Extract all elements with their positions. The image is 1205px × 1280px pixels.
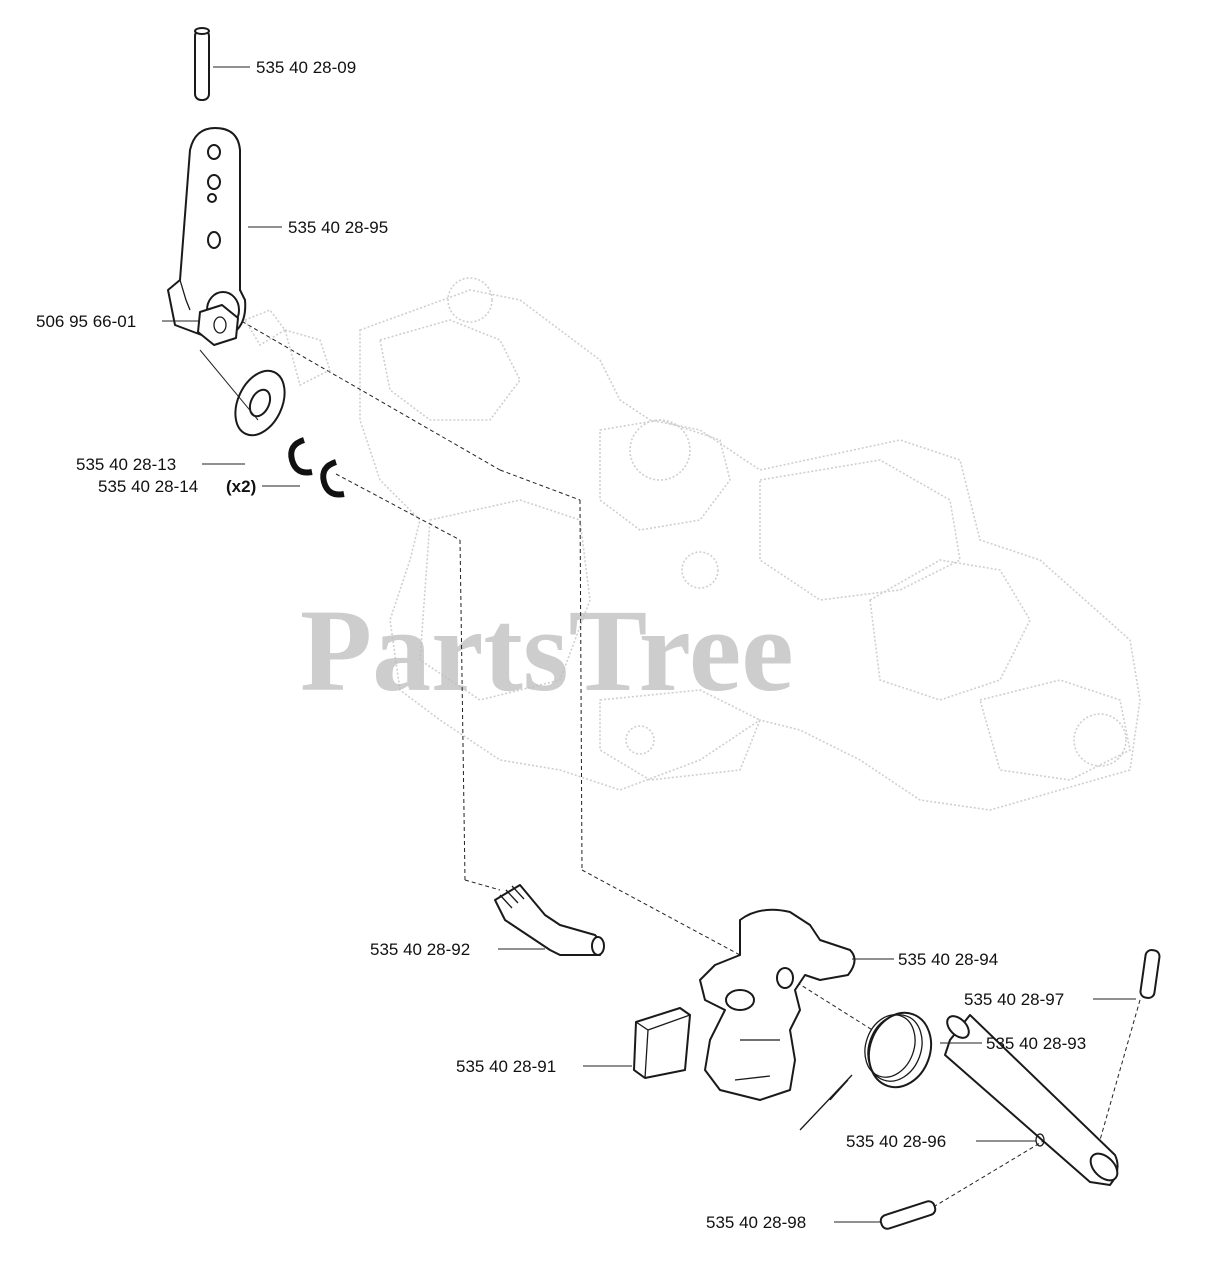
label-535-40-28-95: 535 40 28-95 bbox=[288, 218, 388, 237]
leader-lines bbox=[162, 66, 1136, 1223]
label-535-40-28-98: 535 40 28-98 bbox=[706, 1213, 806, 1232]
label-535-40-28-93: 535 40 28-93 bbox=[986, 1034, 1086, 1053]
shift-fork bbox=[699, 908, 856, 1101]
label-535-40-28-14-qty: (x2) bbox=[226, 477, 256, 496]
circlips bbox=[288, 437, 345, 498]
roll-pin-bottom bbox=[879, 1200, 937, 1230]
label-535-40-28-91: 535 40 28-91 bbox=[456, 1057, 556, 1076]
label-535-40-28-96: 535 40 28-96 bbox=[846, 1132, 946, 1151]
pin-top bbox=[194, 27, 210, 101]
transmission-housing-ghost bbox=[359, 277, 1141, 811]
label-535-40-28-92: 535 40 28-92 bbox=[370, 940, 470, 959]
long-shaft bbox=[944, 1014, 1119, 1186]
roll-pin-right bbox=[1139, 949, 1161, 999]
stud-shaft bbox=[494, 884, 605, 956]
assembly-lines bbox=[235, 317, 1141, 1216]
lever-arm bbox=[167, 127, 247, 341]
label-535-40-28-94: 535 40 28-94 bbox=[898, 950, 998, 969]
spline-shaft-ghost bbox=[243, 309, 331, 387]
label-535-40-28-97: 535 40 28-97 bbox=[964, 990, 1064, 1009]
label-506-95-66-01: 506 95 66-01 bbox=[36, 312, 136, 331]
label-535-40-28-14: 535 40 28-14 bbox=[98, 477, 198, 496]
partstree-watermark: PartsTree bbox=[300, 585, 794, 716]
hex-nut bbox=[197, 304, 239, 346]
washer bbox=[234, 369, 286, 437]
block-pad bbox=[633, 1007, 691, 1079]
coil-spring bbox=[799, 1011, 933, 1131]
label-535-40-28-09: 535 40 28-09 bbox=[256, 58, 356, 77]
label-535-40-28-13: 535 40 28-13 bbox=[76, 455, 176, 474]
